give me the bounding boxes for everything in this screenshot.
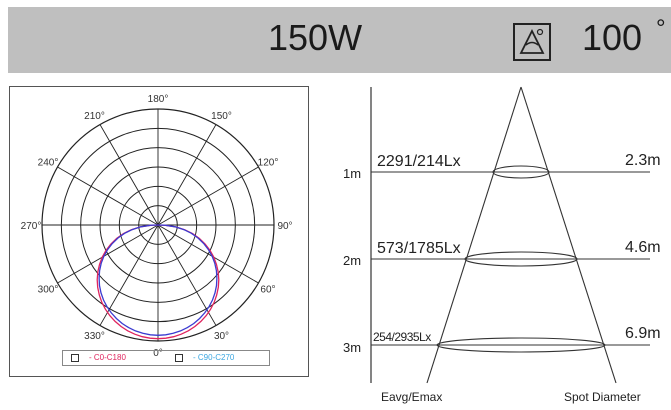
- legend-label-c0: C0-C180: [93, 353, 126, 362]
- polar-angle-label: 90°: [277, 221, 292, 232]
- beam-angle-icon: [513, 23, 551, 61]
- distance-label-1m: 1m: [343, 166, 362, 181]
- polar-spoke: [157, 124, 217, 226]
- polar-spoke: [99, 224, 159, 326]
- polar-angle-label: 330°: [84, 331, 105, 342]
- polar-spoke: [157, 224, 217, 326]
- polar-spoke: [157, 224, 259, 284]
- footer-eavg-emax: Eavg/Emax: [381, 390, 443, 404]
- legend-checkbox-2: [175, 354, 183, 362]
- polar-angle-label: 240°: [38, 158, 59, 169]
- polar-spoke: [99, 124, 159, 226]
- diameter-label-3m: 6.9m: [625, 325, 661, 342]
- polar-angle-label: 120°: [258, 158, 279, 169]
- polar-angle-label: 60°: [260, 285, 275, 296]
- lux-label-1m: 2291/214Lx: [377, 153, 461, 170]
- polar-angle-label: 180°: [148, 94, 169, 105]
- polar-angle-label: 300°: [38, 285, 59, 296]
- lux-label-2m: 573/1785Lx: [377, 240, 461, 257]
- polar-angle-label: 0°: [153, 348, 163, 359]
- diameter-label-1m: 2.3m: [625, 152, 661, 169]
- polar-diagram: 180° 150° 120° 90° 60° 30° 0° 330° 300° 270° 240° 2…: [21, 94, 293, 359]
- legend-checkbox-1: [71, 354, 79, 362]
- polar-spoke: [57, 166, 159, 226]
- polar-angle-label: 30°: [214, 331, 229, 342]
- polar-diagram-panel: 180° 150° 120° 90° 60° 30° 0° 330° 300° 270° 240° 2…: [9, 86, 309, 377]
- beam-angle-value: 100: [582, 17, 643, 58]
- diameter-label-2m: 4.6m: [625, 239, 661, 256]
- polar-grid: [41, 108, 275, 342]
- header-bar: 150W 100 °: [8, 7, 671, 73]
- lux-label-3m: 254/2935Lx: [373, 330, 431, 344]
- legend-label-c90: C90-C270: [197, 353, 235, 362]
- polar-angle-label: 150°: [211, 111, 232, 122]
- footer-spot-diameter: Spot Diameter: [564, 390, 641, 404]
- power-value: 150W: [268, 17, 363, 58]
- distance-label-3m: 3m: [343, 340, 362, 355]
- legend: - C0-C180 - C90-C270: [62, 350, 270, 366]
- polar-spoke: [157, 166, 259, 226]
- polar-angle-label: 270°: [21, 221, 42, 232]
- light-distribution-curves: [96, 224, 220, 340]
- polar-angle-labels: 180° 150° 120° 90° 60° 30° 0° 330° 300° 270° 240° 2…: [21, 94, 293, 359]
- distribution-curve: [98, 224, 218, 336]
- polar-angle-label: 210°: [84, 111, 105, 122]
- distance-label-2m: 2m: [343, 253, 362, 268]
- degree-symbol: °: [656, 15, 666, 42]
- polar-spoke: [57, 224, 159, 284]
